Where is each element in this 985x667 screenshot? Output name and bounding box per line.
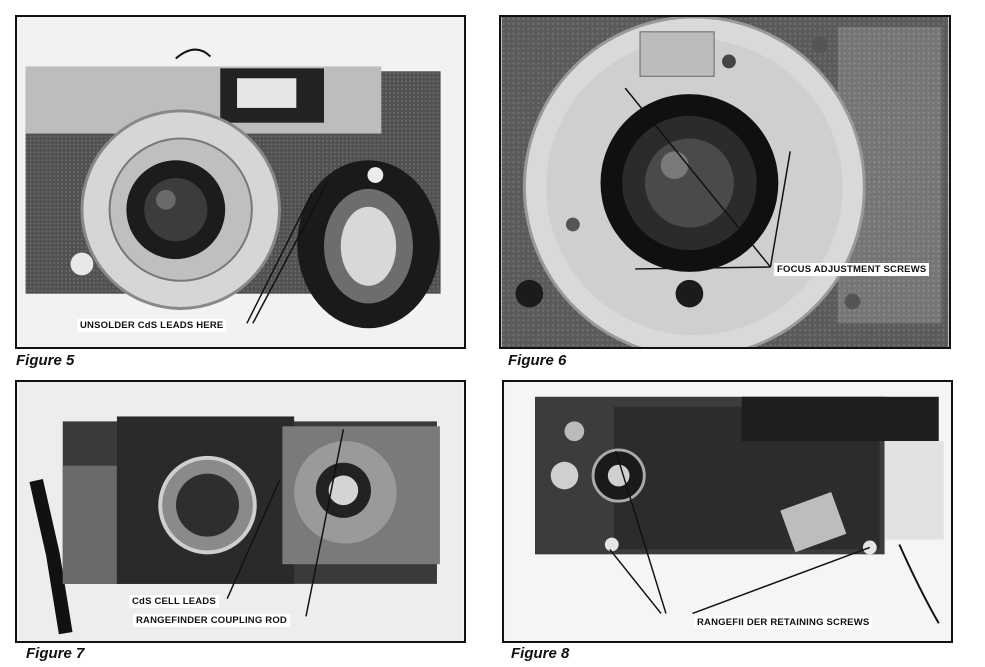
figure-5-callout: UNSOLDER CdS LEADS HERE bbox=[77, 319, 227, 332]
figure-8-photo: RANGEFII DER RETAINING SCREWS bbox=[502, 380, 953, 643]
figure-6-callout: FOCUS ADJUSTMENT SCREWS bbox=[774, 263, 930, 276]
camera-internal-mechanism-image bbox=[18, 382, 463, 641]
lens-mount-closeup-image bbox=[501, 17, 949, 347]
rangefinder-assembly-image bbox=[505, 382, 950, 641]
figure-6-caption: Figure 6 bbox=[508, 352, 567, 369]
figure-7-callout-rod: RANGEFINDER COUPLING ROD bbox=[133, 614, 290, 627]
figure-7-caption: Figure 7 bbox=[26, 645, 85, 662]
figure-5-photo: UNSOLDER CdS LEADS HERE bbox=[15, 15, 466, 349]
figure-5-caption: Figure 5 bbox=[16, 352, 75, 369]
figure-7-callout-cds: CdS CELL LEADS bbox=[129, 595, 219, 608]
figure-6-photo: FOCUS ADJUSTMENT SCREWS bbox=[499, 15, 951, 349]
figure-8-caption: Figure 8 bbox=[511, 645, 570, 662]
camera-front-lens-removed-image bbox=[17, 17, 464, 347]
figure-8-callout: RANGEFII DER RETAINING SCREWS bbox=[694, 616, 873, 629]
figure-7-photo: CdS CELL LEADS RANGEFINDER COUPLING ROD bbox=[15, 380, 466, 643]
